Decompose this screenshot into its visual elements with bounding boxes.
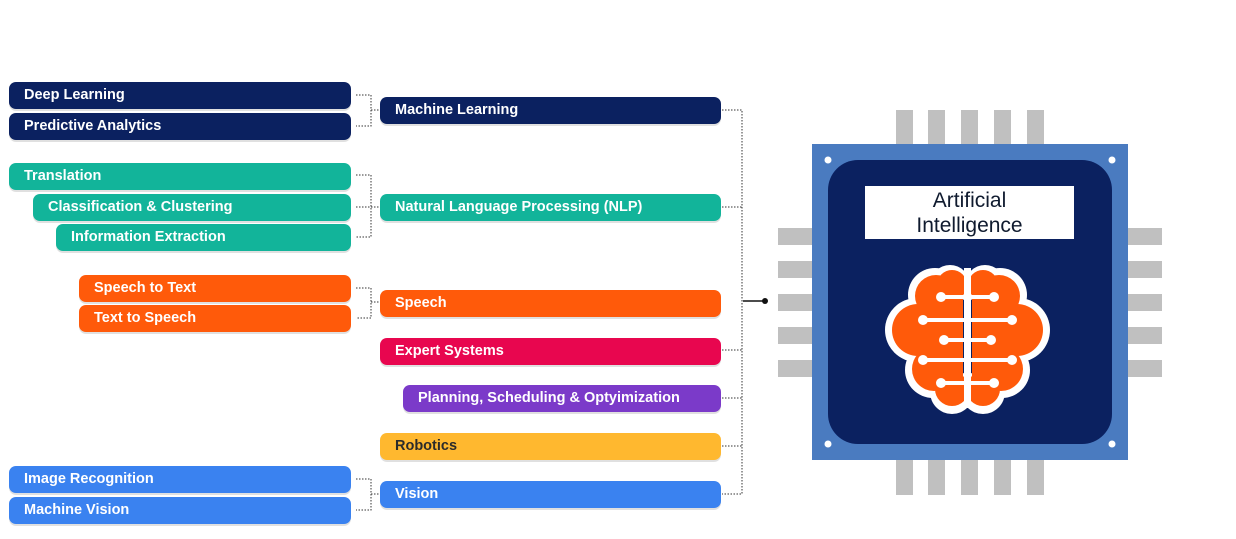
- item-speech-to-text: Speech to Text: [79, 275, 351, 302]
- category-robotics: Robotics: [380, 433, 721, 460]
- item-information-extraction: Information Extraction: [56, 224, 351, 251]
- chip-title-line1: Artificial: [932, 189, 1007, 212]
- item-deep-learning: Deep Learning: [9, 82, 351, 109]
- item-image-recognition: Image Recognition: [9, 466, 351, 493]
- main-bracket: [722, 109, 743, 495]
- category-speech: Speech: [380, 290, 721, 317]
- item-text-to-speech: Text to Speech: [79, 305, 351, 332]
- speech-bracket: [356, 287, 380, 319]
- category-expert-systems: Expert Systems: [380, 338, 721, 365]
- chip-connector-dot: [762, 298, 768, 304]
- ml-bracket: [356, 94, 380, 127]
- item-predictive-analytics: Predictive Analytics: [9, 113, 351, 140]
- category-planning: Planning, Scheduling & Optyimization: [403, 385, 721, 412]
- chip-corner-dots: [824, 156, 1116, 448]
- nlp-bracket: [356, 174, 380, 238]
- chip-pins: [778, 110, 1162, 495]
- item-translation: Translation: [9, 163, 351, 190]
- category-nlp: Natural Language Processing (NLP): [380, 194, 721, 221]
- chip-title: Artificial Intelligence: [865, 186, 1074, 239]
- category-vision: Vision: [380, 481, 721, 508]
- chip-title-line2: Intelligence: [916, 214, 1023, 237]
- brain-icon: [885, 265, 1050, 414]
- vision-bracket: [356, 478, 380, 511]
- item-machine-vision: Machine Vision: [9, 497, 351, 524]
- category-machine-learning: Machine Learning: [380, 97, 721, 124]
- item-classification-clustering: Classification & Clustering: [33, 194, 351, 221]
